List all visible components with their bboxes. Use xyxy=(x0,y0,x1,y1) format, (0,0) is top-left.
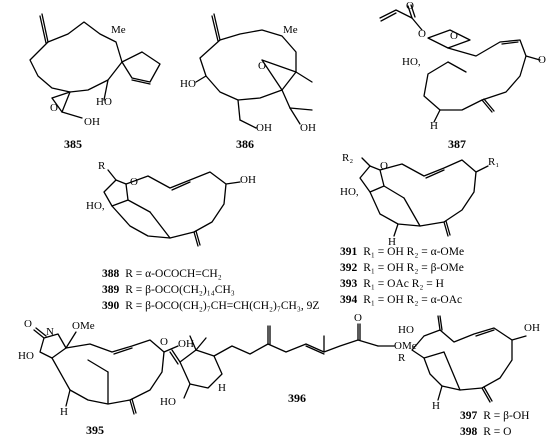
label-388-ho: HO, xyxy=(86,200,105,212)
label-397-ho: HO xyxy=(398,324,414,336)
entry-397: 397 R = β-OH xyxy=(460,410,529,423)
label-396-ho: HO xyxy=(160,396,176,408)
compound-number-397: 397 xyxy=(460,410,478,422)
definition-398: R = O xyxy=(483,426,512,438)
entry-390: 390 R = β-OCO(CH₂)₇CH=CH(CH₂)₇CH₃, 9Z xyxy=(102,300,319,313)
label-387-ho: HO, xyxy=(402,56,421,68)
compound-number-389: 389 xyxy=(102,284,120,296)
label-386-me: Me xyxy=(283,24,298,36)
label-385-ho: HO xyxy=(96,96,112,108)
compound-number-390: 390 xyxy=(102,300,120,312)
label-391-r1: R₁ xyxy=(488,156,500,168)
label-387-o-b: O xyxy=(418,28,426,40)
label-397-oh: OH xyxy=(524,322,540,334)
label-391-o: O xyxy=(380,160,388,172)
label-391-h: H xyxy=(388,236,396,248)
label-395-o: O xyxy=(24,318,32,330)
label-388-r: R xyxy=(98,160,106,172)
label-395-h: H xyxy=(60,406,68,418)
definition-394: R₁ = OH R₂ = α-OAc xyxy=(363,294,463,306)
entry-398: 398 R = O xyxy=(460,426,511,439)
label-396-o-ketone: O xyxy=(160,336,168,348)
label-388-oh: OH xyxy=(240,174,256,186)
entry-391: 391 R₁ = OH R₂ = α-OMe xyxy=(340,246,464,259)
compound-number-388: 388 xyxy=(102,268,120,280)
label-385-o: O xyxy=(50,102,58,114)
entry-393: 393 R₁ = OAc R₂ = H xyxy=(340,278,444,291)
label-386-oh-b: OH xyxy=(300,122,316,134)
label-396-o-ester: O xyxy=(354,312,362,324)
entry-394: 394 R₁ = OH R₂ = α-OAc xyxy=(340,294,462,307)
label-385-me: Me xyxy=(111,24,126,36)
compound-number-391: 391 xyxy=(340,246,358,258)
label-386-ho: HO xyxy=(180,78,196,90)
label-391-ho: HO, xyxy=(340,186,359,198)
compound-number-398: 398 xyxy=(460,426,478,438)
label-395-ho: HO xyxy=(18,350,34,362)
compound-number-396: 396 xyxy=(288,391,306,405)
definition-391: R₁ = OH R₂ = α-OMe xyxy=(363,246,465,258)
label-386-o: O xyxy=(258,60,266,72)
definition-390: R = β-OCO(CH₂)₇CH=CH(CH₂)₇CH₃, 9Z xyxy=(125,300,320,312)
compound-number-395: 395 xyxy=(86,423,104,437)
label-397-r: R xyxy=(398,352,406,364)
compound-number-386: 386 xyxy=(236,137,254,151)
definition-389: R = β-OCO(CH₂)₁₄CH₃ xyxy=(125,284,235,296)
label-386-oh-a: OH xyxy=(256,122,272,134)
compound-number-392: 392 xyxy=(340,262,358,274)
label-397-h: H xyxy=(432,400,440,412)
definition-388: R = α-OCOCH=CH₂ xyxy=(125,268,222,280)
entry-392: 392 R₁ = OH R₂ = β-OMe xyxy=(340,262,464,275)
definition-397: R = β-OH xyxy=(483,410,530,422)
label-387-o-c: O xyxy=(450,30,458,42)
entry-389: 389 R = β-OCO(CH₂)₁₄CH₃ xyxy=(102,284,235,297)
definition-393: R₁ = OAc R₂ = H xyxy=(363,278,444,290)
label-395-n: N xyxy=(46,326,54,338)
label-395-ome: OMe xyxy=(72,320,95,332)
label-387-o-ketone: O xyxy=(538,54,546,66)
definition-392: R₁ = OH R₂ = β-OMe xyxy=(363,262,464,274)
label-391-r2: R₂ xyxy=(342,152,354,164)
label-388-o: O xyxy=(130,176,138,188)
compound-number-394: 394 xyxy=(340,294,358,306)
entry-388: 388 R = α-OCOCH=CH₂ xyxy=(102,268,222,281)
compound-number-393: 393 xyxy=(340,278,358,290)
compound-number-387: 387 xyxy=(448,137,466,151)
label-387-o-a: O xyxy=(406,0,414,12)
label-385-oh: OH xyxy=(84,116,100,128)
label-396-h: H xyxy=(218,382,226,394)
compound-number-385: 385 xyxy=(64,137,82,151)
label-387-h: H xyxy=(430,120,438,132)
label-396-ome: OMe xyxy=(394,340,417,352)
label-395-oh: OH xyxy=(178,338,194,350)
